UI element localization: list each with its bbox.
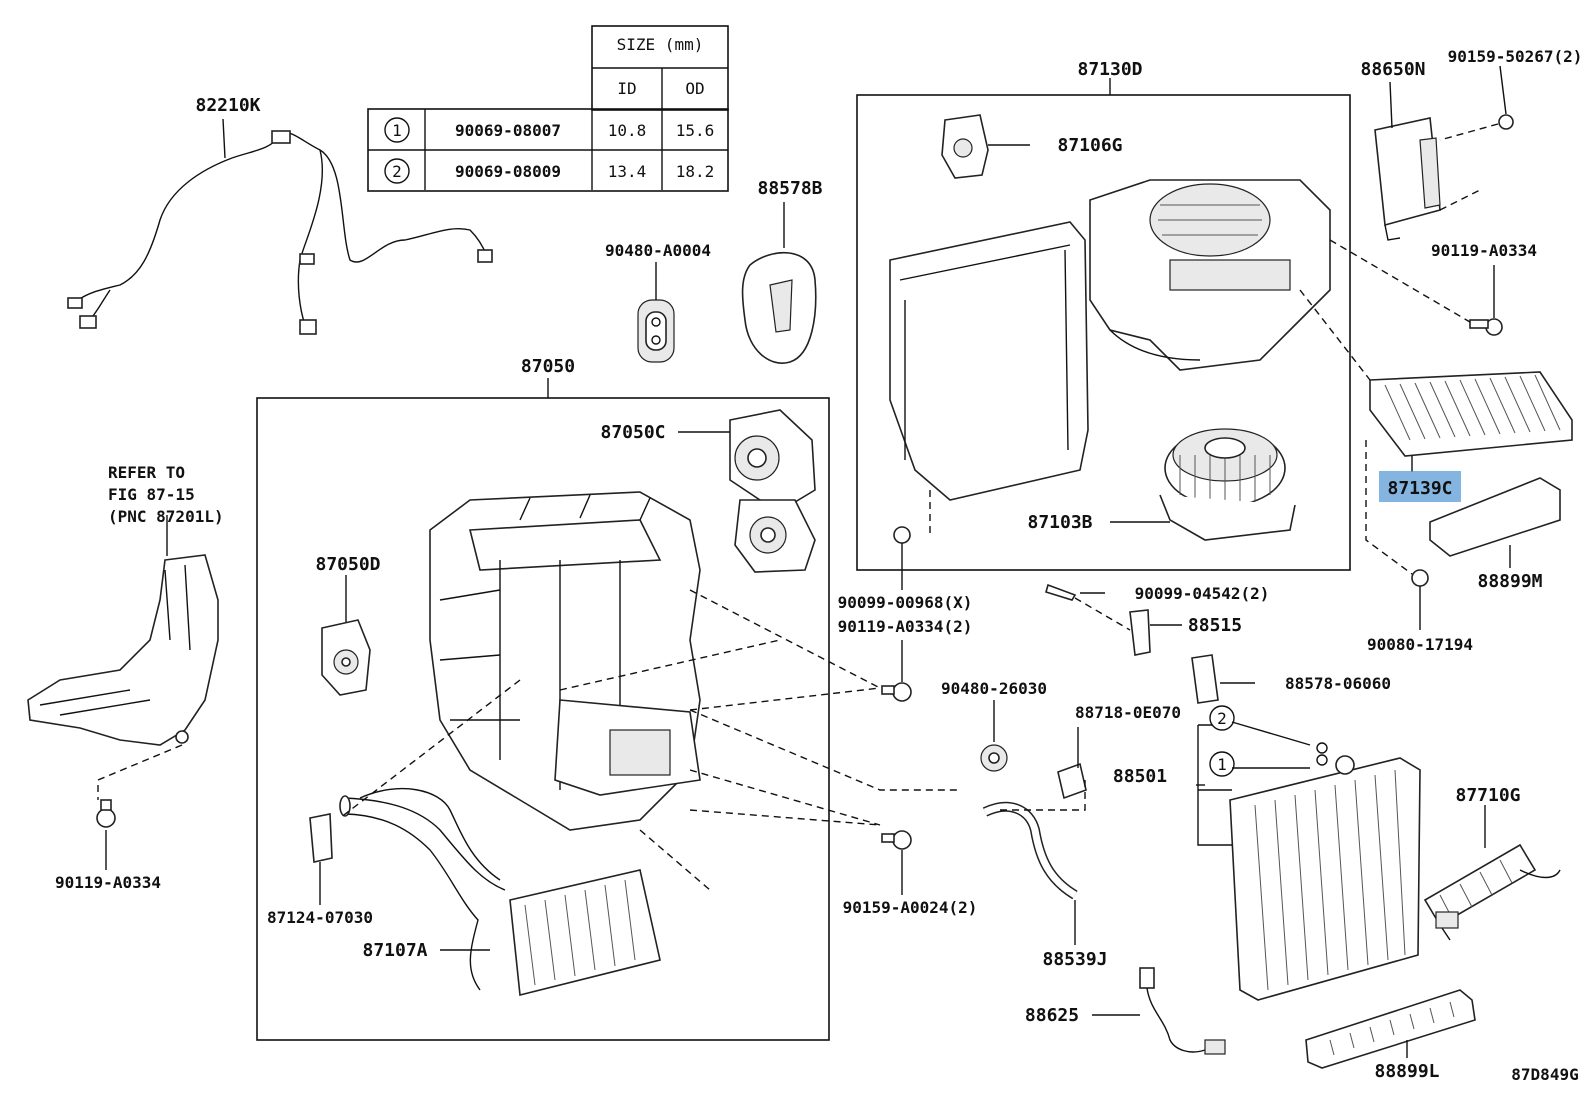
screw-90159-50267 — [1439, 65, 1514, 211]
highlight-87139c — [1379, 471, 1461, 502]
label-88650n: 88650N — [1360, 59, 1425, 80]
sensor-88625 — [1092, 967, 1226, 1055]
label-87103b: 87103B — [1027, 512, 1092, 533]
assembly-box-87050 — [256, 397, 830, 1041]
table-row-od: 18.2 — [676, 162, 715, 181]
table-row-part: 90069-08009 — [455, 162, 561, 181]
table-row-od: 15.6 — [676, 121, 715, 140]
seal-88578b — [741, 202, 817, 364]
label-90480-26030: 90480-26030 — [941, 679, 1047, 698]
blower-case — [889, 179, 1331, 501]
note-line-1: REFER TO — [108, 463, 185, 482]
bolt-90119-a0334-left — [96, 744, 183, 870]
table-row-part: 90069-08007 — [455, 121, 561, 140]
table-row-mark: 2 — [392, 162, 402, 181]
label-88578b: 88578B — [757, 178, 822, 199]
heater-core-87107a — [339, 787, 661, 996]
label-82210k: 82210K — [195, 95, 260, 116]
note-line-3: (PNC 87201L) — [108, 507, 224, 526]
label-88515: 88515 — [1188, 615, 1242, 636]
clamp-87124-07030 — [309, 813, 333, 863]
label-90119-a0334-right: 90119-A0334 — [1431, 241, 1537, 260]
table-row-id: 13.4 — [608, 162, 647, 181]
label-88899m: 88899M — [1477, 571, 1542, 592]
label-87710g: 87710G — [1455, 785, 1520, 806]
label-90480-a0004: 90480-A0004 — [605, 241, 711, 260]
assembly-box-87130d — [856, 94, 1351, 571]
side-duct — [27, 515, 219, 746]
label-88539j: 88539J — [1042, 949, 1107, 970]
sensor-88515 — [1129, 609, 1182, 656]
size-table: SIZE (mm) ID OD 1 2 90069-08007 90069-08… — [367, 25, 729, 192]
callout-circle-1 — [1209, 751, 1235, 777]
bolt-90119-a0334-right — [1329, 239, 1503, 336]
size-table-col-id: ID — [617, 79, 636, 98]
label-88501: 88501 — [1113, 766, 1167, 787]
label-90099-00968: 90099-00968(X) — [838, 593, 973, 612]
actuator-87106g — [941, 114, 989, 179]
seal-88578-06060 — [1191, 654, 1255, 704]
label-90119-a0334-2: 90119-A0334(2) — [838, 617, 973, 636]
label-87050: 87050 — [521, 356, 575, 377]
bolt-90099-04542 — [1045, 583, 1131, 631]
label-88899l: 88899L — [1374, 1061, 1439, 1082]
label-88718-0e070: 88718-0E070 — [1075, 703, 1181, 722]
label-90080-17194: 90080-17194 — [1367, 635, 1473, 654]
label-87130d: 87130D — [1077, 59, 1142, 80]
label-90159-50267: 90159-50267(2) — [1448, 47, 1583, 66]
label-88578-06060: 88578-06060 — [1285, 674, 1391, 693]
wire-harness-82210k — [67, 118, 493, 335]
size-table-header: SIZE (mm) — [617, 35, 704, 54]
control-unit-88650n — [1374, 81, 1441, 241]
label-90119-a0334-left: 90119-A0334 — [55, 873, 161, 892]
table-row-id: 10.8 — [608, 121, 647, 140]
label-90099-04542: 90099-04542(2) — [1135, 584, 1270, 603]
table-row-mark: 1 — [392, 121, 402, 140]
label-87107a: 87107A — [362, 940, 427, 961]
callout-number-2: 2 — [1217, 709, 1227, 728]
bolt-90119-a0334-mid — [881, 640, 912, 702]
clip-90080-17194 — [1365, 440, 1429, 630]
heater-case — [429, 491, 701, 831]
label-88625: 88625 — [1025, 1005, 1079, 1026]
hose-88539j — [982, 780, 1086, 945]
label-87050d: 87050D — [315, 554, 380, 575]
label-90159-a0024: 90159-A0024(2) — [843, 898, 978, 917]
servo-motor-87050c — [729, 409, 816, 573]
screw-90099-00968 — [893, 490, 931, 590]
ptc-heater-87710g — [1423, 805, 1561, 941]
grommet-90480-a0004 — [637, 262, 675, 363]
bracket-88718-0e070 — [1057, 727, 1087, 800]
label-87106g: 87106G — [1057, 135, 1122, 156]
blower-motor-87103b — [1159, 428, 1296, 541]
figure-id: 87D849G — [1511, 1065, 1578, 1084]
size-table-col-od: OD — [685, 79, 704, 98]
cover-88899m — [1429, 477, 1561, 568]
cover-88899l — [1305, 989, 1476, 1069]
callout-number-1: 1 — [1217, 755, 1227, 774]
label-87139c: 87139C — [1387, 478, 1452, 499]
label-87050c: 87050C — [600, 422, 665, 443]
grommet-90480-26030 — [980, 700, 1008, 772]
callout-circle-2 — [1209, 705, 1235, 731]
note-line-2: FIG 87-15 — [108, 485, 195, 504]
label-87124-07030: 87124-07030 — [267, 908, 373, 927]
air-filter-87139c — [1299, 289, 1573, 472]
servo-motor-87050d — [321, 619, 371, 696]
screw-90159-a0024 — [881, 830, 912, 895]
evaporator-88501 — [1196, 721, 1421, 1001]
